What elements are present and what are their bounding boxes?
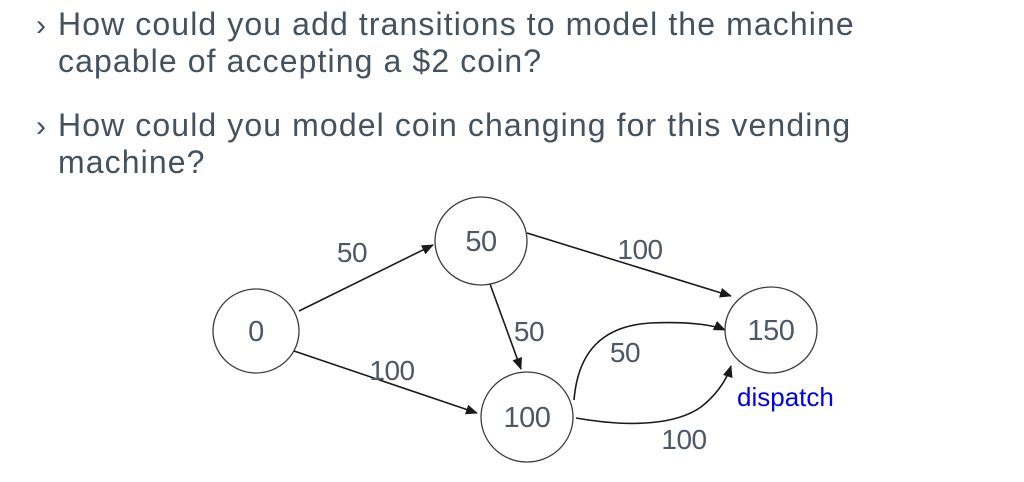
state-node-0 [212, 288, 300, 374]
state-label-50: 50 [465, 226, 496, 258]
edge-label-100-150-upper: 50 [610, 337, 640, 368]
bullet-line: machine? [58, 144, 206, 180]
edge-label-0-50: 50 [337, 237, 367, 268]
edge-label-0-100: 100 [369, 355, 414, 386]
edge-label-100-150-lower: 100 [661, 424, 706, 455]
state-node-50 [434, 196, 528, 286]
edge-label-50-100: 50 [514, 316, 544, 347]
edge-50-to-150 [526, 232, 732, 298]
bullet-text: How could you model coin changing for th… [58, 107, 1006, 181]
bullet-line: capable of accepting a $2 coin? [58, 43, 543, 79]
edge-label-50-150: 100 [617, 234, 662, 265]
state-node-100 [480, 371, 574, 463]
edge-100-to-150-lower [575, 365, 733, 425]
state-label-0: 0 [248, 316, 264, 348]
edge-0-to-50 [298, 244, 434, 312]
state-node-150 [724, 286, 818, 374]
bullet-item: › How could you model coin changing for … [36, 107, 1006, 181]
edge-50-to-100 [489, 283, 522, 370]
dispatch-annotation: dispatch [737, 382, 834, 412]
bullet-marker: › [36, 9, 46, 42]
edge-100-to-150-upper [573, 320, 726, 401]
state-label-150: 150 [748, 315, 795, 347]
edge-0-to-100 [293, 350, 478, 415]
bullet-list: › How could you add transitions to model… [36, 6, 1006, 181]
bullet-line: How could you add transitions to model t… [58, 6, 855, 42]
bullet-text: How could you add transitions to model t… [58, 6, 1006, 80]
bullet-line: How could you model coin changing for th… [58, 107, 852, 143]
bullet-item: › How could you add transitions to model… [36, 6, 1006, 80]
bullet-marker: › [36, 110, 46, 143]
state-label-100: 100 [504, 402, 551, 434]
